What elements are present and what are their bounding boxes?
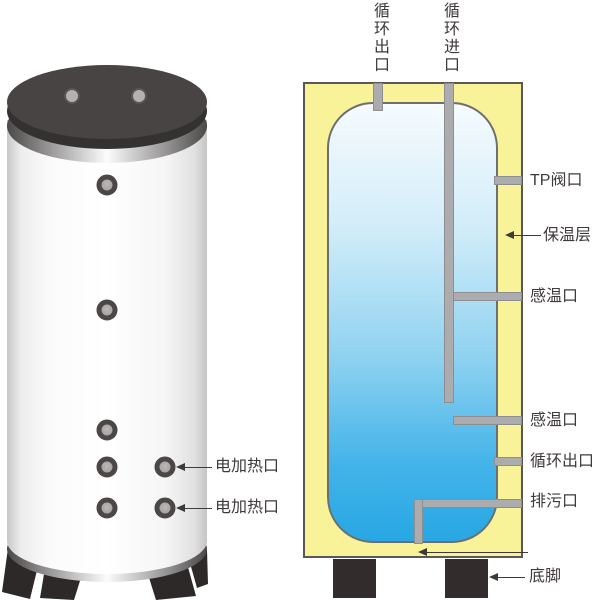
leader-line (513, 235, 541, 236)
top-port-icon (64, 88, 80, 104)
tp-valve-pipe (494, 176, 522, 185)
leader-line (498, 577, 525, 578)
circulation-inlet-pipe (444, 83, 454, 403)
tank-port-icon (96, 299, 118, 321)
diagram-foot-left (333, 559, 376, 598)
heater-port-lower-label: 电加热口 (215, 499, 280, 516)
tank-cap-top (7, 65, 207, 139)
inner-tank (327, 102, 498, 543)
diagram-foot-right (445, 559, 488, 598)
circulation-outlet-top-pipe (373, 83, 383, 111)
drain-label: 排污口 (530, 493, 579, 510)
tank-photo (2, 65, 208, 600)
heater-port-upper-icon (154, 456, 176, 478)
leader-line (184, 508, 212, 509)
tp-valve-label: TP阀口 (530, 172, 583, 189)
temp-sensor-lower-label: 感温口 (530, 412, 579, 429)
foot-label: 底脚 (529, 568, 562, 585)
drain-pipe-horizontal (414, 499, 522, 508)
leader-line (184, 467, 212, 468)
arrow-left-icon (505, 231, 514, 239)
arrow-left-icon (176, 463, 185, 471)
insulation-layer-label: 保温层 (543, 227, 592, 244)
circulation-outlet-top-label: 循环出口 (371, 2, 388, 74)
tank-port-icon (96, 419, 118, 441)
circulation-outlet-lower-pipe (494, 457, 522, 466)
drain-pipe-vertical (414, 499, 423, 544)
top-port-icon (131, 88, 147, 104)
tank-port-icon (96, 497, 118, 519)
heater-port-lower-icon (154, 497, 176, 519)
temp-sensor-lower-pipe (453, 416, 522, 425)
arrow-left-icon (489, 573, 498, 581)
arrow-left-icon (418, 548, 427, 556)
heater-port-upper-label: 电加热口 (215, 458, 280, 475)
tank-port-icon (96, 456, 118, 478)
tank-bottom-arrow-line (427, 552, 528, 553)
temp-sensor-upper-label: 感温口 (530, 288, 579, 305)
circulation-outlet-lower-label: 循环出口 (530, 453, 595, 470)
tank-port-icon (96, 174, 118, 196)
temp-sensor-upper-pipe (453, 292, 522, 301)
circulation-inlet-top-label: 循环进口 (441, 2, 458, 74)
arrow-left-icon (176, 504, 185, 512)
